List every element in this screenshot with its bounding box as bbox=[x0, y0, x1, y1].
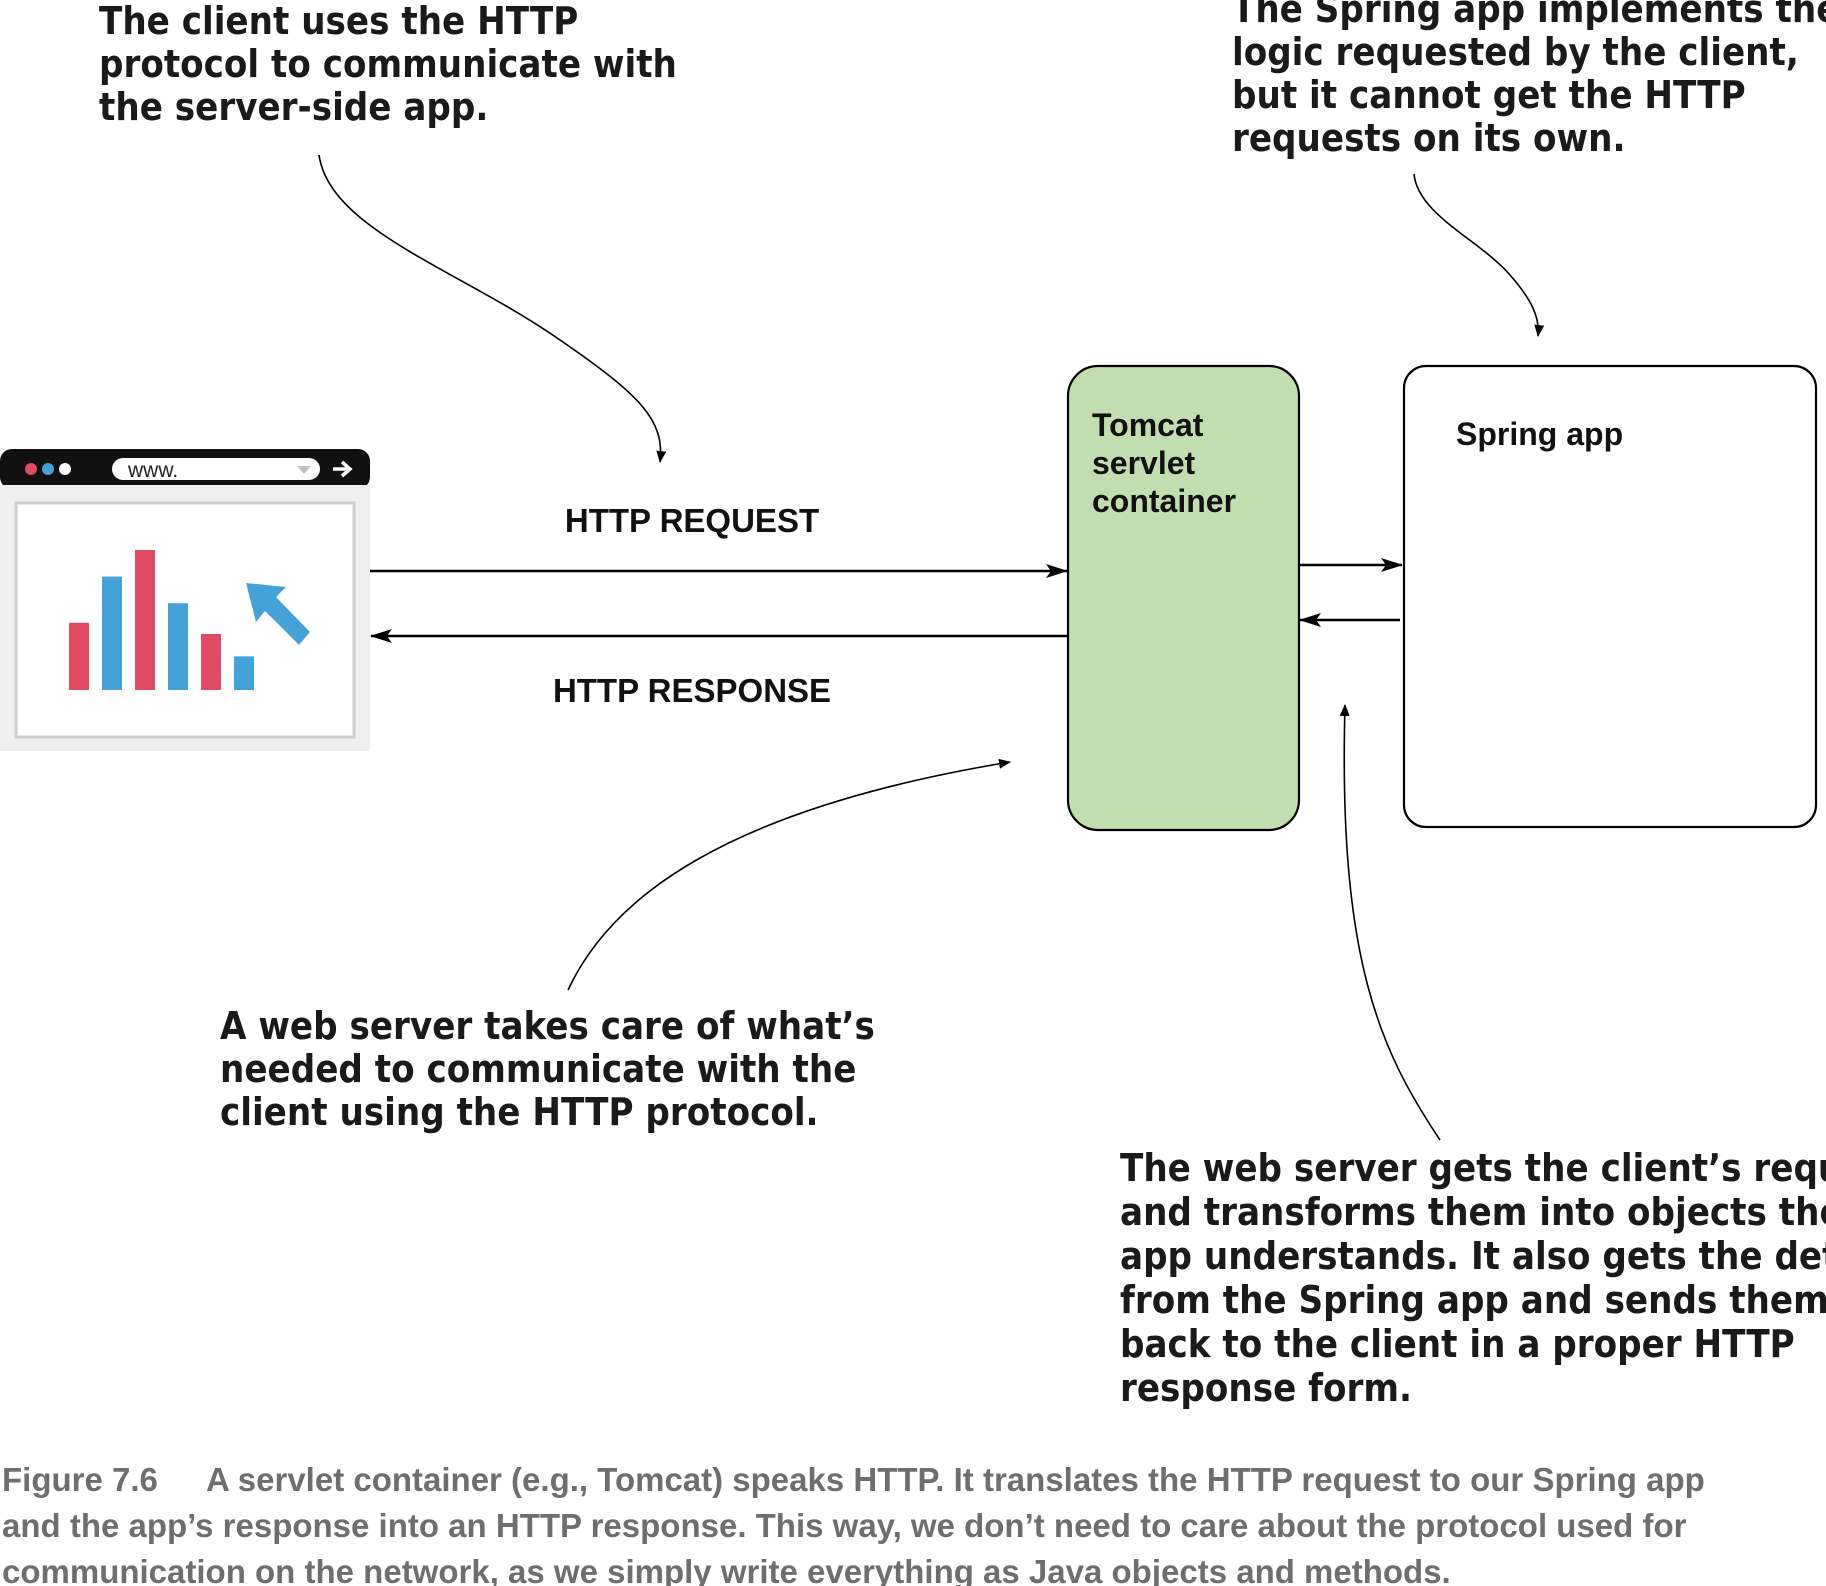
window-dot-close bbox=[25, 463, 37, 475]
annotation-line: logic requested by the client, bbox=[1232, 30, 1799, 74]
address-bar-text: www. bbox=[127, 459, 178, 482]
annotation-web-server-role: A web server takes care of what’s needed… bbox=[220, 1004, 887, 1134]
annotation-line: response form. bbox=[1120, 1366, 1412, 1410]
annotation-line: from the Spring app and sends them bbox=[1120, 1278, 1826, 1322]
annotation-spring-app-logic: The Spring app implements the logic requ… bbox=[1232, 0, 1826, 160]
caption-line: and the app’s response into an HTTP resp… bbox=[2, 1507, 1687, 1544]
spring-app-box-label: Spring app bbox=[1456, 416, 1623, 452]
go-arrow-icon bbox=[333, 460, 353, 478]
annotation-line: protocol to communicate with bbox=[99, 42, 677, 86]
tomcat-servlet-container-box bbox=[1066, 364, 1301, 832]
tomcat-box-label: Tomcat servlet container bbox=[1092, 407, 1236, 519]
tomcat-box-label-line: container bbox=[1092, 483, 1236, 519]
annotation-line: A web server takes care of what’s bbox=[220, 1004, 875, 1048]
callout-connector-spring bbox=[1413, 173, 1545, 337]
chart-icon-bar bbox=[69, 622, 89, 690]
figure-number: Figure 7.6 bbox=[2, 1461, 158, 1498]
caption-line: communication on the network, as we simp… bbox=[2, 1553, 1451, 1586]
annotation-line: needed to communicate with the bbox=[220, 1047, 856, 1091]
address-dropdown-icon bbox=[297, 466, 311, 474]
annotation-line: client using the HTTP protocol. bbox=[220, 1090, 819, 1134]
window-dot-maximize bbox=[59, 463, 71, 475]
address-bar bbox=[112, 458, 320, 480]
window-dot-minimize bbox=[42, 463, 54, 475]
callout-connector-transform bbox=[1339, 704, 1441, 1141]
http-response-label: HTTP RESPONSE bbox=[553, 672, 831, 709]
annotation-line: back to the client in a proper HTTP bbox=[1120, 1322, 1795, 1366]
annotation-client-protocol: The client uses the HTTP protocol to com… bbox=[99, 0, 689, 129]
annotation-line: The Spring app implements the bbox=[1232, 0, 1826, 31]
annotation-line: app understands. It also gets the detail… bbox=[1120, 1234, 1826, 1278]
annotation-line: and transforms them into objects the bbox=[1120, 1190, 1826, 1234]
annotation-line: requests on its own. bbox=[1232, 116, 1625, 160]
chart-icon-bar bbox=[201, 634, 221, 690]
http-request-label: HTTP REQUEST bbox=[565, 502, 819, 539]
annotation-line: the server-side app. bbox=[99, 85, 488, 129]
bar-chart-icon bbox=[69, 550, 254, 690]
chart-icon-bar bbox=[102, 576, 122, 690]
chart-icon-bar bbox=[168, 603, 188, 690]
chart-icon-bar bbox=[135, 550, 155, 690]
annotation-line: The web server gets the client’s request… bbox=[1120, 1146, 1826, 1190]
callout-connector-client bbox=[318, 154, 667, 463]
annotation-web-server-transform: The web server gets the client’s request… bbox=[1120, 1146, 1826, 1410]
annotation-line: The client uses the HTTP bbox=[99, 0, 578, 43]
browser-window-icon: www. bbox=[0, 449, 370, 751]
caption-line: A servlet container (e.g., Tomcat) speak… bbox=[206, 1461, 1705, 1498]
tomcat-box-label-line: Tomcat bbox=[1092, 407, 1204, 443]
spring-app-box bbox=[1402, 364, 1818, 829]
annotation-line: but it cannot get the HTTP bbox=[1232, 73, 1746, 117]
tomcat-box-label-line: servlet bbox=[1092, 445, 1196, 481]
chart-icon-bar bbox=[234, 656, 254, 690]
cursor-arrow-icon bbox=[246, 583, 310, 645]
figure-caption: Figure 7.6 A servlet container (e.g., To… bbox=[2, 1461, 1714, 1586]
callout-connector-web-server bbox=[567, 758, 1011, 991]
